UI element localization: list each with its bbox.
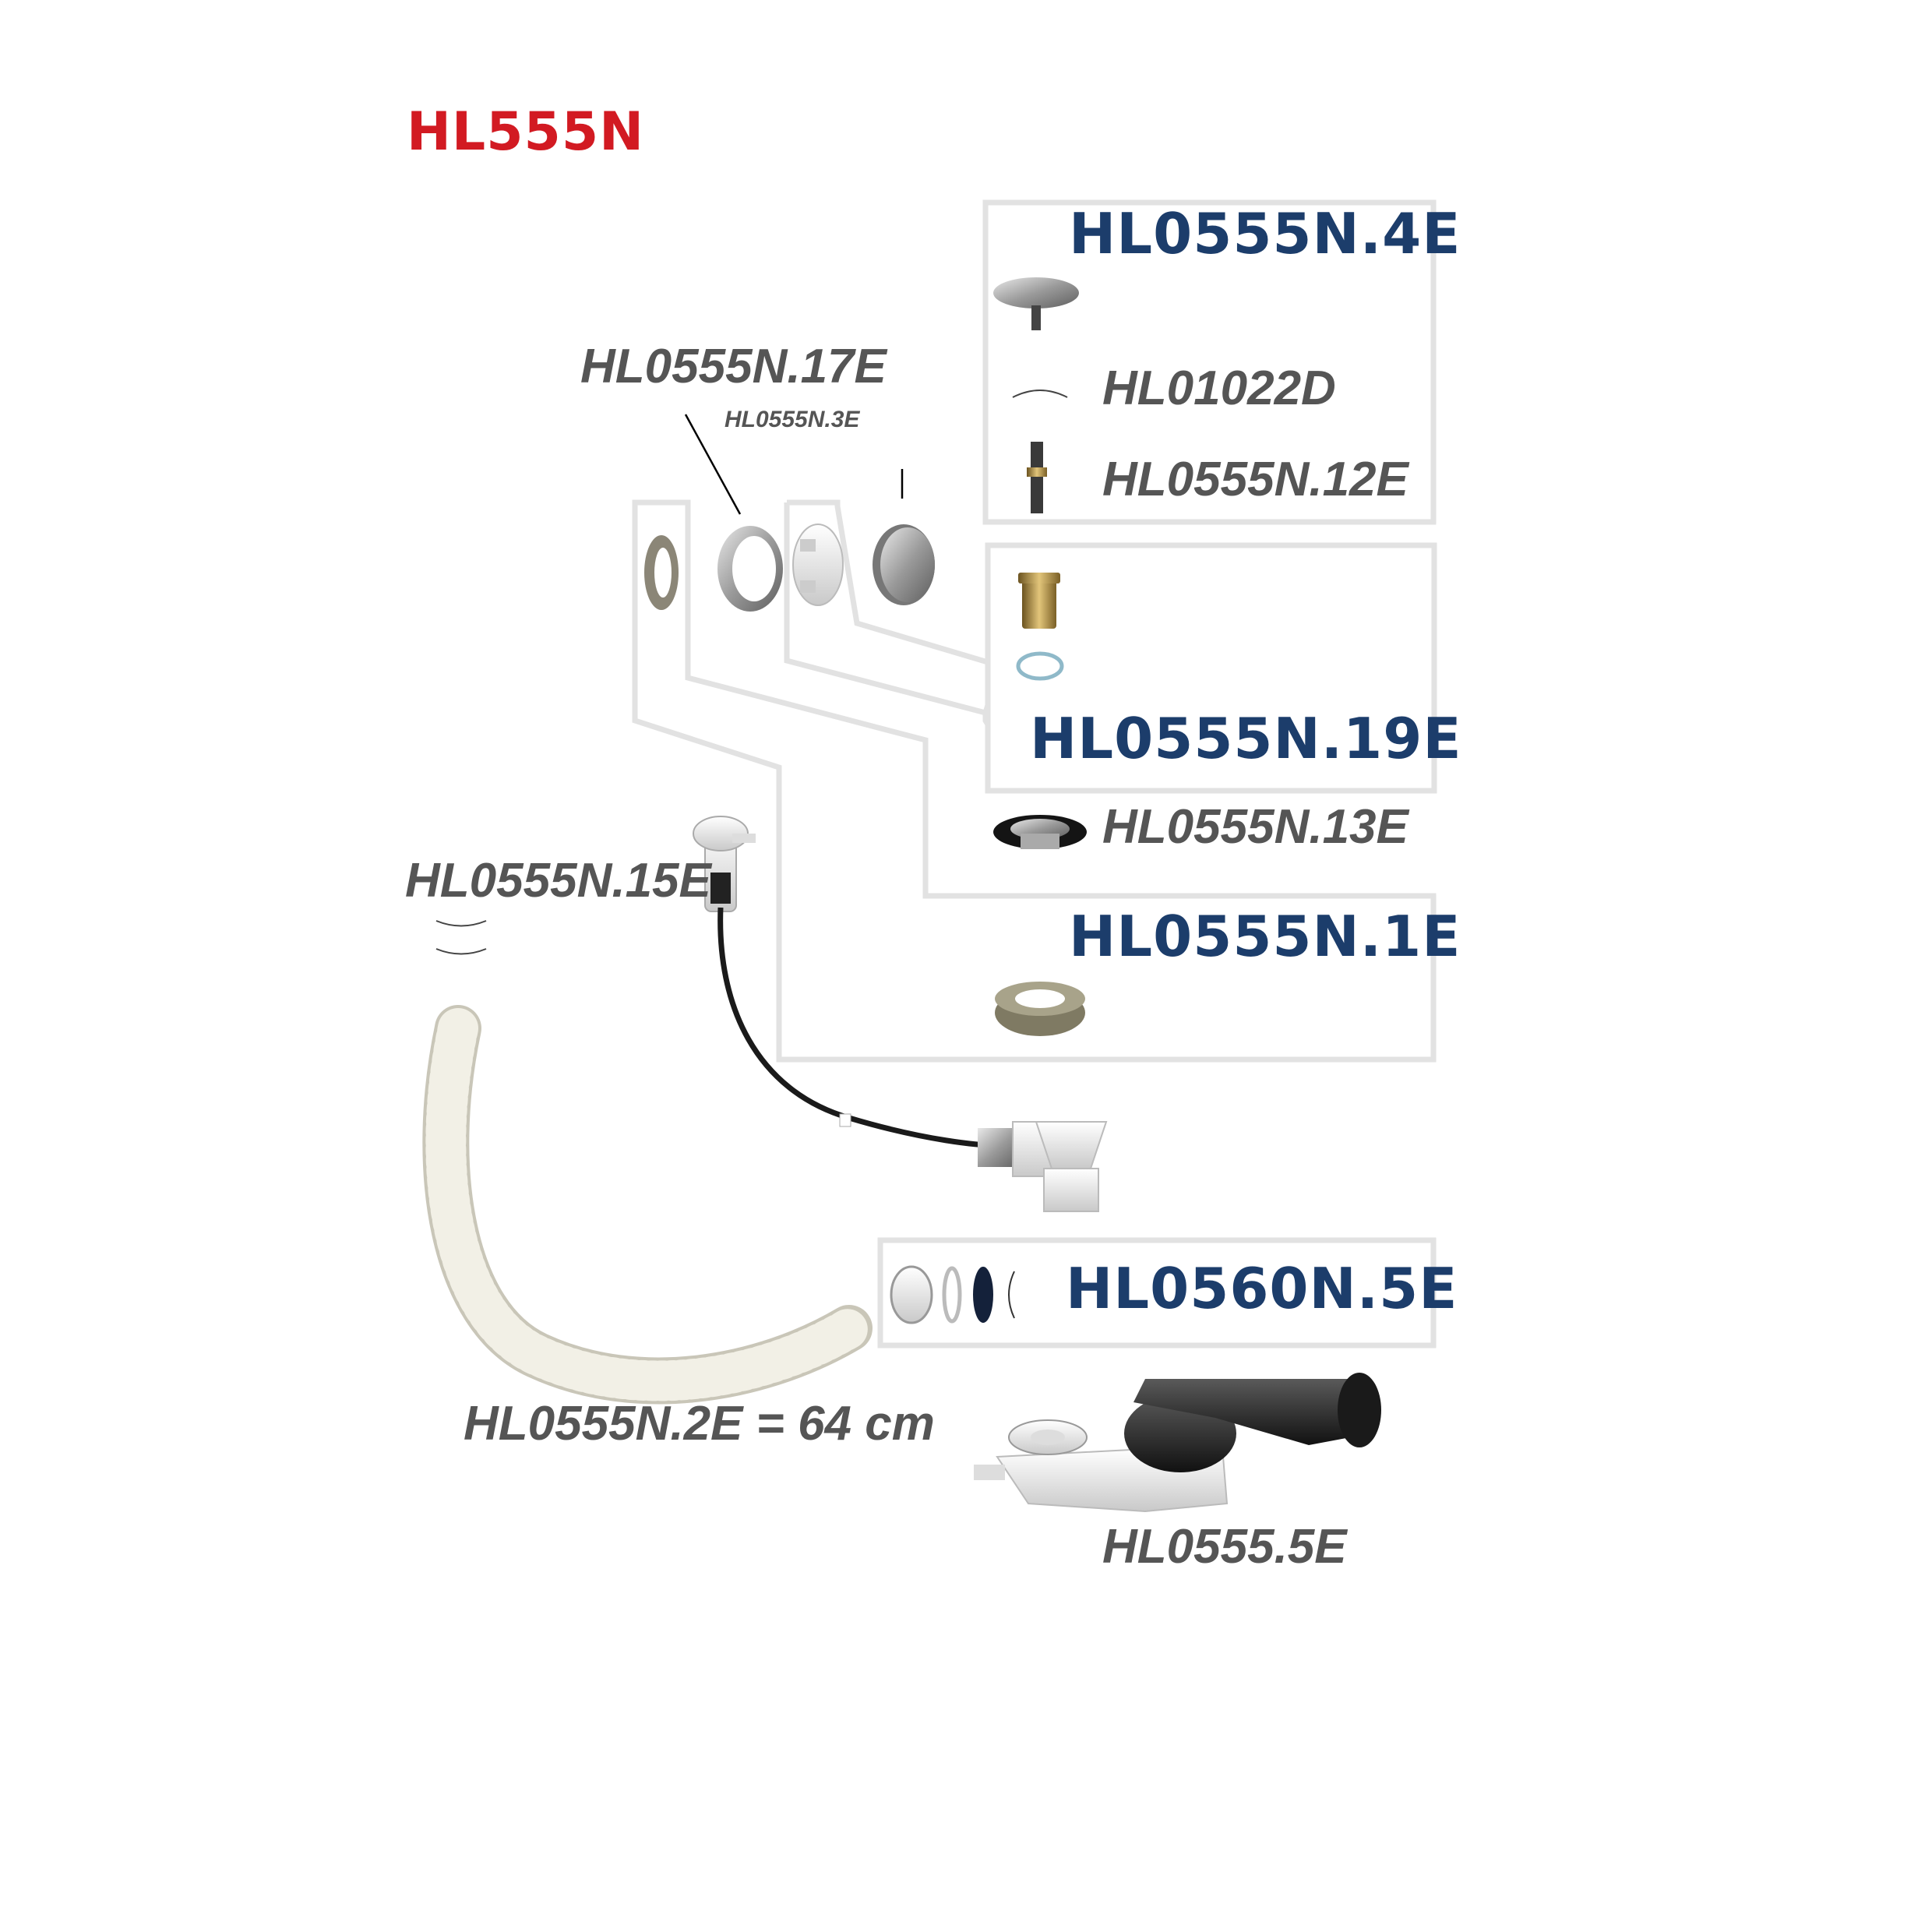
o-ring-small-icon	[1012, 390, 1068, 398]
part-code-o-ring-small: HL01022D	[1102, 361, 1336, 415]
part-code-spindle-screw: HL0555N.12E	[1102, 453, 1408, 506]
cable-clip	[839, 1113, 851, 1127]
cable-gasket-icon	[435, 920, 487, 955]
waste-valve-icon	[978, 1121, 1108, 1212]
part-code-overflow-ring: HL0555N.17E	[580, 340, 887, 393]
leader-lines	[684, 414, 904, 515]
strainer-icon	[993, 815, 1087, 849]
overflow-seal-icon	[995, 982, 1085, 1036]
part-code-waste-seal-kit: HL0560N.5E	[1066, 1256, 1458, 1321]
trap-icon	[974, 1373, 1381, 1513]
overflow-bracket-icon	[792, 524, 844, 606]
part-code-overflow-cap-small: HL0555N.3E	[724, 407, 860, 432]
overflow-cap-icon	[873, 524, 935, 605]
seal-kit-icon	[890, 1265, 1015, 1324]
part-code-strainer: HL0555N.13E	[1102, 800, 1408, 854]
frame-lines	[632, 199, 1437, 1349]
part-code-stopper-plug: HL0555N.4E	[1069, 201, 1461, 266]
spindle-screw-icon	[1027, 442, 1047, 513]
page-title: HL555N	[407, 101, 645, 163]
part-code-overflow-nut-kit: HL0555N.19E	[1030, 706, 1462, 771]
overflow-washer-icon	[644, 535, 679, 610]
seal-ring-icon	[1016, 651, 1064, 681]
part-code-trap: HL0555.5E	[1102, 1520, 1347, 1574]
flexible-hose-icon	[422, 1005, 873, 1405]
part-code-overflow-assembly: HL0555N.1E	[1069, 904, 1461, 969]
part-code-cable-gasket: HL0555N.15E	[405, 854, 711, 908]
overflow-ring-icon	[717, 526, 783, 612]
stopper-plug-icon	[993, 277, 1079, 330]
bowden-cable	[717, 907, 990, 1148]
part-code-hose: HL0555N.2E = 64 cm	[464, 1397, 935, 1451]
threaded-nut-icon	[1018, 573, 1060, 629]
